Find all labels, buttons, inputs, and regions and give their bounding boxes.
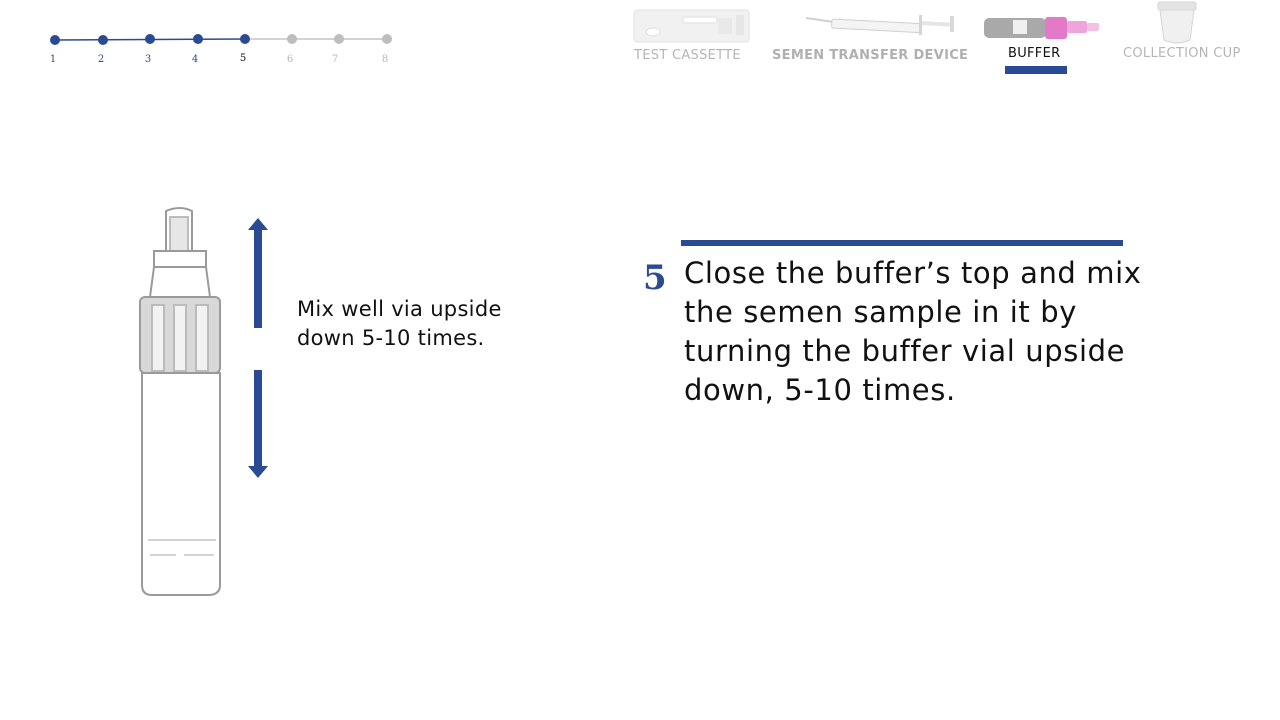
product-label: SEMEN TRANSFER DEVICE [772, 48, 969, 63]
step-dot-6[interactable] [287, 34, 297, 44]
product-tab-buffer[interactable]: BUFFER [980, 0, 1100, 80]
arrow-up-icon [248, 218, 268, 328]
syringe-icon [805, 15, 954, 35]
product-tab-collection-cup[interactable]: COLLECTION CUP [1120, 0, 1260, 80]
step-label-3: 3 [144, 54, 152, 65]
step-label-2: 2 [97, 54, 105, 65]
product-label: COLLECTION CUP [1123, 46, 1241, 61]
stepper-track [50, 34, 392, 45]
step-label-4: 4 [191, 54, 199, 65]
step-label-8: 8 [381, 54, 389, 65]
product-tab-test-cassette[interactable]: TEST CASSETTE [630, 0, 755, 80]
step-dot-4[interactable] [193, 34, 203, 44]
step-dot-1[interactable] [50, 35, 60, 45]
product-label: BUFFER [1008, 46, 1061, 61]
arrow-down-icon [248, 370, 268, 478]
step-dot-2[interactable] [98, 35, 108, 45]
buffer-vial-icon [984, 17, 1099, 39]
instruction-text: Close the buffer’s top and mix the semen… [684, 256, 1142, 407]
test-cassette-icon [633, 9, 750, 43]
step-number: 5 [643, 258, 667, 298]
buffer-vial-illustration [139, 207, 221, 596]
step-label-6: 6 [286, 54, 294, 65]
step-dot-3[interactable] [145, 34, 155, 44]
active-tab-indicator [1005, 66, 1067, 74]
step-dot-7[interactable] [334, 34, 344, 44]
product-label: TEST CASSETTE [634, 48, 741, 63]
progress-stepper: 1 2 3 4 5 6 7 8 [0, 0, 420, 80]
step-dot-5[interactable] [240, 34, 250, 44]
step-label-1: 1 [49, 54, 57, 65]
product-tab-semen-transfer-device[interactable]: SEMEN TRANSFER DEVICE [770, 0, 970, 80]
illustration-caption: Mix well via upside down 5-10 times. [297, 297, 502, 350]
step-label-5: 5 [239, 53, 247, 64]
step-label-7: 7 [331, 54, 339, 65]
step-dot-8[interactable] [382, 34, 392, 44]
instruction-divider [681, 240, 1123, 246]
collection-cup-icon [1157, 1, 1197, 44]
